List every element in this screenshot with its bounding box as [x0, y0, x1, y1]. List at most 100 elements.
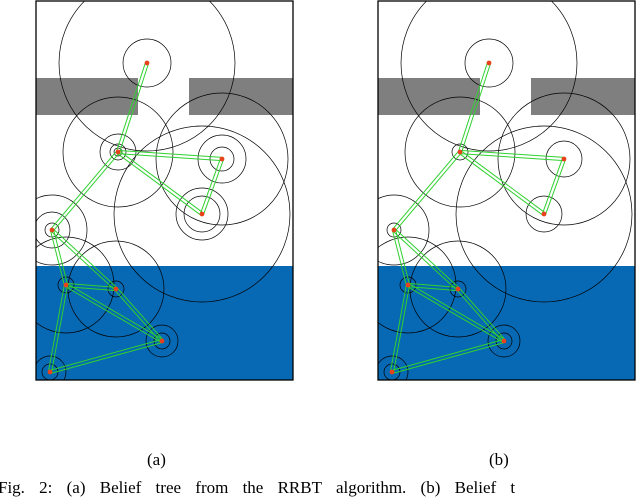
subfigure-label-b: (b): [489, 450, 509, 469]
tree-edge-11-2: [393, 285, 411, 373]
tree-edge-5-2: [52, 152, 120, 232]
covariance-circle-2-2: [62, 96, 174, 208]
tree-node-6: [405, 282, 411, 288]
tree-edge-10-2: [116, 287, 164, 341]
tree-node-4: [541, 211, 547, 217]
covariance-circle-1-2: [400, 1, 578, 152]
tree-node-2: [115, 149, 121, 155]
tree-node-7: [113, 286, 119, 292]
blue-region: [378, 266, 635, 380]
tree-node-7: [455, 286, 461, 292]
tree-edge-9-1: [64, 285, 162, 343]
tree-edge-3-2: [460, 150, 546, 214]
tree-node-1: [486, 60, 492, 66]
tree-edge-6-1: [49, 230, 65, 286]
covariance-circle-4-1: [175, 187, 229, 241]
tree-edge-1-1: [116, 62, 146, 152]
covariance-circle-8-1: [487, 324, 521, 358]
map-panel-a: [35, 0, 294, 381]
covariance-circle-7-2: [107, 280, 125, 298]
covariance-circle-3-2: [155, 92, 289, 226]
obstacle-left: [36, 78, 138, 115]
tree-node-9: [47, 369, 53, 375]
tree-edge-11-1: [389, 284, 407, 372]
tree-edge-10-2: [458, 287, 506, 341]
tree-edge-7-1: [392, 230, 458, 291]
covariance-circle-8-2: [495, 332, 513, 350]
tree-edge-2-1: [117, 153, 222, 162]
tree-edge-2-2: [460, 149, 565, 158]
tree-edge-6-2: [395, 229, 411, 285]
belief-tree-figure: [35, 0, 636, 381]
covariance-circle-4-2: [113, 125, 291, 303]
covariance-circle-7-1: [67, 240, 165, 338]
tree-edge-10-1: [456, 289, 504, 343]
map-panel-b: [377, 0, 636, 381]
subfigure-label-a: (a): [147, 450, 166, 469]
obstacle-right: [531, 78, 635, 115]
tree-edge-4-1: [542, 158, 563, 214]
tree-edge-7-2: [52, 228, 118, 289]
map-area: [378, 1, 635, 380]
covariance-circle-2-1: [404, 96, 516, 208]
tree-edge-1-2: [119, 63, 149, 153]
covariance-circle-9-1: [36, 355, 67, 380]
tree-node-6: [63, 282, 69, 288]
tree-edge-3-2: [118, 150, 204, 214]
tree-edge-12-2: [392, 342, 505, 375]
tree-edge-12-1: [391, 338, 504, 371]
covariance-circle-1-1: [122, 38, 172, 88]
covariance-circle-5-1: [378, 194, 430, 266]
tree-edge-9-2: [66, 283, 164, 341]
covariance-circle-4-1: [455, 125, 633, 303]
tree-edge-2-2: [118, 149, 223, 158]
covariance-circle-2-2: [451, 143, 469, 161]
tree-edge-8-1: [407, 286, 458, 292]
tree-edge-4-2: [545, 159, 566, 215]
covariance-circle-7-2: [449, 280, 467, 298]
tree-edge-5-2: [394, 152, 462, 232]
covariance-circle-5-1: [36, 211, 71, 249]
tree-node-1: [144, 60, 150, 66]
tree-edge-7-1: [50, 230, 116, 291]
tree-node-4: [199, 211, 205, 217]
covariance-circle-7-1: [409, 240, 507, 338]
tree-node-5: [391, 227, 397, 233]
blue-region: [36, 266, 293, 380]
tree-edge-3-1: [458, 152, 544, 216]
map-area: [36, 1, 293, 380]
tree-edge-8-1: [65, 286, 116, 292]
tree-edge-7-2: [394, 228, 460, 289]
tree-edge-9-1: [406, 285, 504, 343]
tree-node-3: [561, 156, 567, 162]
covariance-circle-9-1: [378, 355, 409, 380]
tree-edge-12-1: [49, 338, 162, 371]
tree-edge-2-1: [459, 153, 564, 162]
tree-edge-8-2: [66, 282, 117, 288]
tree-edge-4-1: [200, 158, 221, 214]
tree-edge-4-2: [203, 159, 224, 215]
panel-border: [377, 0, 636, 381]
obstacle-left: [378, 78, 480, 115]
tree-edge-8-2: [408, 282, 459, 288]
tree-edge-5-1: [392, 150, 460, 230]
tree-node-5: [49, 227, 55, 233]
figure-caption: Fig. 2: (a) Belief tree from the RRBT al…: [0, 478, 516, 497]
tree-edge-11-2: [51, 285, 69, 373]
covariance-circle-3-1: [497, 92, 631, 226]
tree-node-9: [389, 369, 395, 375]
covariance-circle-5-2: [36, 194, 88, 266]
tree-edge-1-1: [458, 62, 488, 152]
tree-node-2: [457, 149, 463, 155]
covariance-circle-4-2: [525, 195, 563, 233]
tree-edge-6-1: [391, 230, 407, 286]
panel-border: [35, 0, 294, 381]
covariance-circle-8-1: [145, 324, 179, 358]
tree-edge-10-1: [114, 289, 162, 343]
tree-edge-5-1: [50, 150, 118, 230]
tree-node-8: [501, 338, 507, 344]
tree-edge-6-2: [53, 229, 69, 285]
tree-edge-11-1: [47, 284, 65, 372]
covariance-circle-3-3: [209, 146, 235, 172]
